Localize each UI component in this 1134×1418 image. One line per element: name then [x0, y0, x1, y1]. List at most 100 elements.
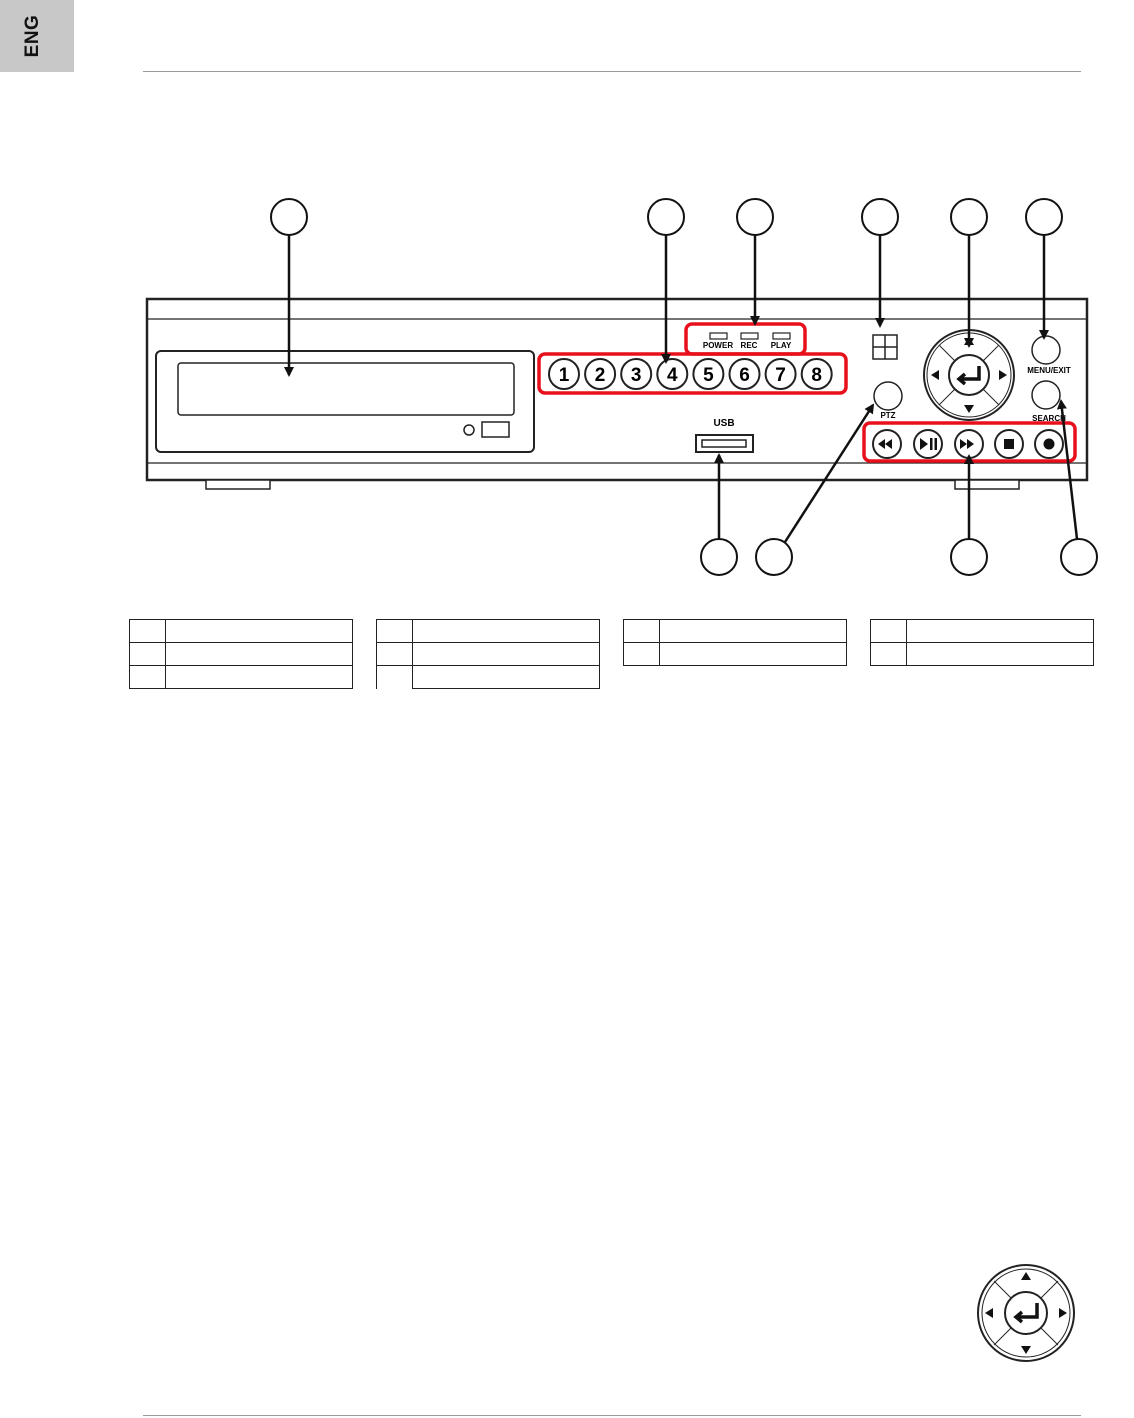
- legend-row: [129, 665, 353, 689]
- channel-button-label: 1: [559, 365, 570, 386]
- play-pause-button[interactable]: [913, 429, 943, 459]
- callout-marker: [950, 538, 988, 576]
- legend-label: [165, 665, 353, 689]
- legend-row: [870, 619, 1094, 643]
- legend-label: [165, 619, 353, 643]
- legend-label: [659, 619, 847, 643]
- enter-button: [948, 354, 990, 396]
- play-pause-icon: [920, 438, 928, 450]
- fast-forward-icon: [960, 439, 974, 449]
- channel-button-5[interactable]: 5: [692, 358, 725, 390]
- bottom-divider: [143, 1415, 1081, 1416]
- channel-button-6[interactable]: 6: [728, 358, 761, 390]
- legend-number: [870, 619, 907, 643]
- legend-row: [623, 642, 847, 666]
- eject-button[interactable]: [481, 421, 510, 438]
- legend-number: [129, 665, 166, 689]
- rewind-button[interactable]: [872, 429, 902, 459]
- channel-button-label: 5: [703, 365, 714, 386]
- channel-button-8[interactable]: 8: [800, 358, 833, 390]
- legend-row: [623, 619, 847, 643]
- callout-marker: [270, 198, 308, 236]
- left-arrow-icon: [931, 370, 939, 380]
- menu-exit-label: MENU/EXIT: [1027, 366, 1071, 375]
- drive-led-icon: [463, 424, 475, 436]
- led-power-label: POWER: [703, 341, 733, 350]
- led-play-label: PLAY: [771, 341, 792, 350]
- legend-table-4: [870, 619, 1094, 666]
- legend-label: [412, 665, 600, 689]
- legend-label: [412, 642, 600, 666]
- legend-label: [165, 642, 353, 666]
- callout-marker: [950, 198, 988, 236]
- channel-button-3[interactable]: 3: [620, 358, 653, 390]
- legend-row: [376, 619, 600, 643]
- legend-number: [870, 642, 907, 666]
- ptz-button[interactable]: [873, 381, 903, 411]
- legend-row: [129, 619, 353, 643]
- navigation-pad[interactable]: [923, 329, 1015, 421]
- channel-button-label: 8: [811, 365, 822, 386]
- channel-button-label: 2: [595, 365, 606, 386]
- usb-label: USB: [713, 418, 734, 429]
- legend-table-2: [376, 619, 600, 689]
- stop-icon: [1004, 439, 1014, 449]
- callout-marker: [1060, 538, 1098, 576]
- legend-number: [129, 642, 166, 666]
- dvd-drive: [155, 350, 535, 453]
- legend-label: [906, 642, 1094, 666]
- channel-button-label: 6: [739, 365, 750, 386]
- fast-forward-button[interactable]: [954, 429, 984, 459]
- legend-number: [623, 642, 660, 666]
- legend-number: [623, 619, 660, 643]
- legend-row: [376, 642, 600, 666]
- ptz-label: PTZ: [880, 411, 895, 420]
- callout-arrows-bottom: [714, 399, 1079, 543]
- channel-button-7[interactable]: 7: [764, 358, 797, 390]
- legend-number: [129, 619, 166, 643]
- channel-button-4[interactable]: 4: [656, 358, 689, 390]
- navigation-pad-icon: [977, 1264, 1075, 1362]
- down-arrow-icon: [964, 405, 974, 413]
- callout-marker: [736, 198, 774, 236]
- legend-row: [376, 665, 600, 689]
- callout-arrows-top: [284, 235, 1049, 377]
- legend-number: [376, 665, 413, 689]
- search-button[interactable]: [1031, 380, 1061, 410]
- playback-controls: [862, 421, 1077, 463]
- callout-marker: [700, 538, 738, 576]
- usb-port[interactable]: [695, 434, 754, 453]
- menu-exit-button[interactable]: [1031, 335, 1061, 365]
- record-icon: [1043, 438, 1055, 450]
- language-tab: ENG: [0, 0, 74, 72]
- callouts-bottom: [700, 538, 1098, 576]
- legend-row: [129, 642, 353, 666]
- callouts-top: [270, 198, 1063, 236]
- legend-label: [906, 619, 1094, 643]
- record-button[interactable]: [1034, 429, 1064, 459]
- stop-button[interactable]: [994, 429, 1024, 459]
- split-screen-button[interactable]: [872, 334, 898, 360]
- channel-buttons: 1 2 3 4 5 6 7 8: [537, 352, 848, 395]
- channel-button-label: 3: [631, 365, 642, 386]
- legend-table-1: [129, 619, 353, 689]
- legend-number: [376, 619, 413, 643]
- led-rec-label: REC: [741, 341, 758, 350]
- channel-button-2[interactable]: 2: [584, 358, 617, 390]
- legend-label: [412, 619, 600, 643]
- callout-marker: [755, 538, 793, 576]
- legend-row: [870, 642, 1094, 666]
- right-arrow-icon: [999, 370, 1007, 380]
- legend-table-3: [623, 619, 847, 666]
- callout-marker: [1025, 198, 1063, 236]
- channel-button-1[interactable]: 1: [548, 358, 580, 390]
- enter-icon: [956, 366, 981, 386]
- rewind-icon: [878, 439, 892, 449]
- callout-marker: [647, 198, 685, 236]
- channel-button-label: 7: [775, 365, 786, 386]
- search-label: SEARCH: [1032, 414, 1066, 423]
- channel-button-label: 4: [667, 365, 678, 386]
- legend-number: [376, 642, 413, 666]
- legend-label: [659, 642, 847, 666]
